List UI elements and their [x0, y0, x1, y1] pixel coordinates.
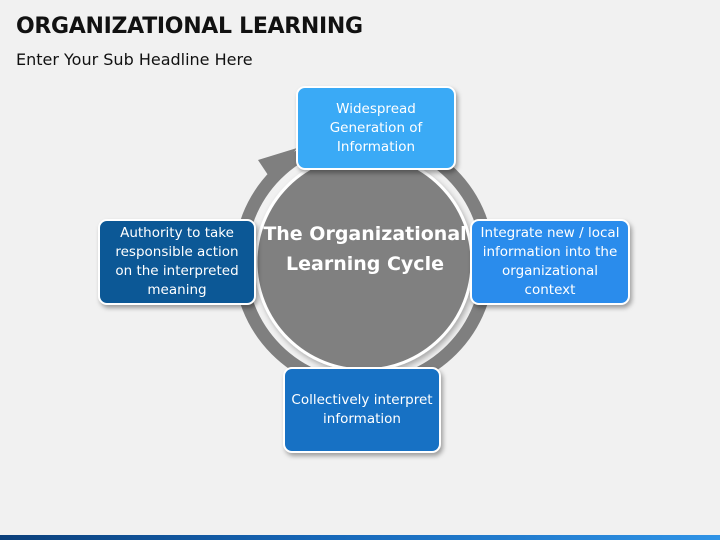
- step-box-authority: Authority to take responsible action on …: [98, 219, 256, 305]
- step-box-interpret: Collectively interpret information: [283, 367, 441, 453]
- cycle-arrow-head: [258, 148, 297, 181]
- page-subtitle: Enter Your Sub Headline Here: [16, 50, 253, 69]
- footer-accent-bar: [0, 535, 720, 540]
- step-box-generation: Widespread Generation of Information: [296, 86, 456, 170]
- step-box-integrate: Integrate new / local information into t…: [470, 219, 630, 305]
- page-title: ORGANIZATIONAL LEARNING: [16, 14, 363, 39]
- cycle-center-label: The Organizational Learning Cycle: [263, 223, 467, 275]
